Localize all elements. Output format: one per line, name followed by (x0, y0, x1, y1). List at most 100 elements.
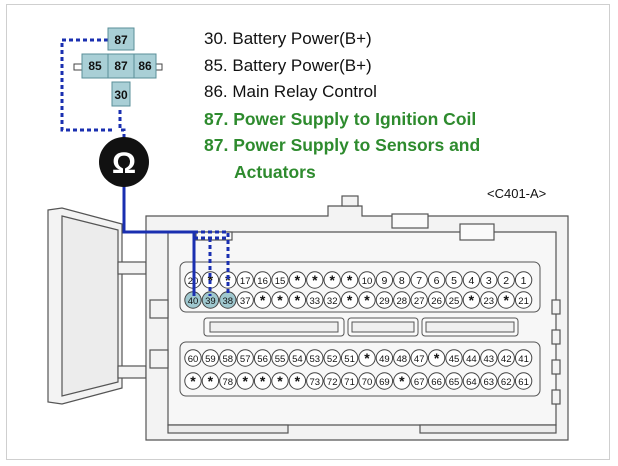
connector-pin-65 (445, 372, 463, 390)
legend-line-86: 86. Main Relay Control (204, 82, 377, 101)
connector-pin-16 (253, 271, 272, 289)
connector-pin-label: 38 (223, 296, 234, 307)
connector-pin-62 (497, 372, 515, 390)
connector-pin-label: 49 (379, 354, 390, 365)
connector-pin-2 (497, 271, 515, 289)
connector-pin-5 (445, 271, 463, 289)
connector-pin-label: 21 (518, 296, 529, 307)
connector-pin-empty (497, 291, 515, 309)
connector-pin-empty (271, 372, 289, 390)
connector-pin-44 (462, 349, 481, 367)
relay-label-85: 85 (88, 59, 102, 73)
connector-pin-label: 47 (414, 354, 425, 365)
terminal-block-upper (179, 261, 541, 313)
connector-pin-label: 57 (240, 354, 251, 365)
connector-pin-label: 69 (379, 377, 390, 388)
connector-pin-label: 59 (205, 354, 216, 365)
meter-to-pin40-wire (122, 184, 196, 296)
connector-pin-29 (375, 291, 394, 309)
connector-pin-label: * (347, 272, 353, 288)
legend-line-30: 30. Battery Power(B+) (204, 29, 372, 48)
ohm-symbol: Ω (112, 147, 136, 180)
connector-pin-label: 7 (416, 275, 422, 287)
connector-pin-66 (427, 372, 446, 390)
connector-pin-label: 63 (484, 377, 495, 388)
connector-pin-39 (201, 291, 220, 309)
relay-label-87-center: 87 (114, 59, 128, 73)
key-slots (203, 317, 519, 337)
connector-pin-41 (514, 349, 533, 367)
connector-pin-32 (323, 291, 341, 309)
connector-pin-27 (410, 291, 428, 309)
connector-pin-label: * (242, 373, 248, 389)
connector-pin-55 (271, 349, 289, 367)
connector-pin-17 (236, 271, 254, 289)
connector-pin-empty (393, 372, 411, 390)
relay-label-87-top: 87 (114, 33, 128, 47)
connector-pin-label: 2 (503, 275, 509, 287)
connector-pin-label: * (503, 292, 509, 308)
connector-pin-label: 56 (257, 354, 268, 365)
connector-pin-label: 66 (431, 377, 442, 388)
connector-pin-label: 71 (344, 377, 355, 388)
connector-pin-63 (480, 372, 498, 390)
connector-pin-label: * (190, 373, 196, 389)
connector-pin-empty (358, 291, 376, 309)
connector-pin-label: 72 (327, 377, 338, 388)
connector-pin-label: 51 (344, 354, 355, 365)
connector-pin-empty (427, 349, 446, 367)
connector-pin-64 (462, 372, 481, 390)
relay87-to-meter-wire (118, 110, 126, 140)
connector-pin-label: 58 (223, 354, 234, 365)
connector-pin-43 (480, 349, 498, 367)
connector-id-label: <C401-A> (487, 186, 547, 201)
connector-pin-label: * (208, 373, 214, 389)
connector-pin-9 (375, 271, 394, 289)
connector-pin-25 (445, 291, 463, 309)
legend-line-85: 85. Battery Power(B+) (204, 55, 372, 75)
connector-pin-70 (358, 372, 376, 390)
relay-pin-85 (81, 53, 109, 79)
connector-pin-label: 10 (362, 276, 373, 287)
connector-pin-label: * (295, 292, 301, 308)
connector-pin-67 (410, 372, 428, 390)
connector-pin-label: * (364, 292, 370, 308)
connector-pin-empty (288, 291, 307, 309)
connector-pin-10 (358, 271, 376, 289)
connector-pin-label: 27 (414, 296, 425, 307)
connector-pin-label: 62 (501, 377, 512, 388)
connector-pin-8 (393, 271, 411, 289)
terminal-block-lower (179, 341, 541, 397)
connector-pin-42 (497, 349, 515, 367)
connector-pin-label: 64 (466, 377, 477, 388)
connector-pin-4 (462, 271, 481, 289)
connector-pin-45 (445, 349, 463, 367)
connector-pin-21 (514, 291, 533, 309)
connector-pin-empty (340, 271, 359, 289)
connector-pin-label: 33 (310, 296, 321, 307)
connector-pin-53 (306, 349, 324, 367)
connector-pin-label: 25 (449, 296, 460, 307)
connector-pin-label: 8 (399, 275, 405, 287)
relay-label-30: 30 (114, 88, 128, 102)
relay-pin-30 (111, 81, 131, 107)
connector-pin-7 (410, 271, 428, 289)
connector-pin-label: 32 (327, 296, 338, 307)
connector-pin-label: 3 (486, 275, 492, 287)
connector-pin-label: * (399, 373, 405, 389)
connector-pin-empty (288, 271, 307, 289)
connector-pin-label: 5 (451, 275, 457, 287)
connector-pin-label: * (225, 272, 231, 288)
connector-pin-label: * (260, 373, 266, 389)
connector-pin-label: 9 (381, 275, 387, 287)
connector-pin-label: 42 (501, 354, 512, 365)
connector-pin-label: 17 (240, 276, 251, 287)
connector-pin-label: 73 (310, 377, 321, 388)
connector-pin-51 (340, 349, 359, 367)
connector-pin-label: 6 (434, 275, 440, 287)
connector-pin-label: 52 (327, 354, 338, 365)
connector-pin-label: * (347, 292, 353, 308)
relay-pin-86 (133, 53, 157, 79)
